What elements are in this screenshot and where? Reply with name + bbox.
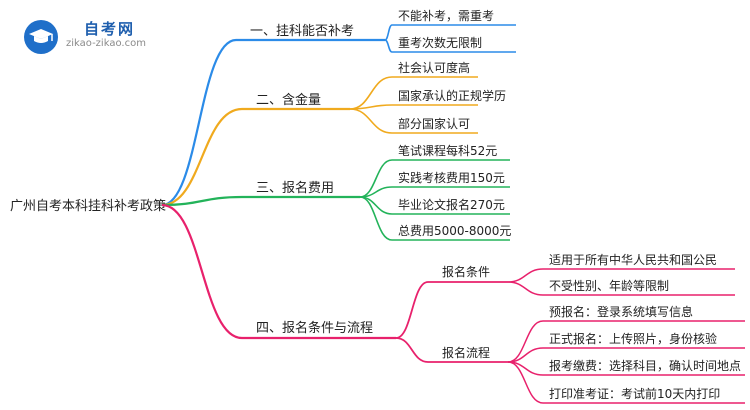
leaf-node: 国家承认的正规学历: [398, 88, 506, 103]
branch-connector: [161, 195, 243, 207]
branch-node: 二、含金量: [256, 92, 321, 108]
leaf-node: 重考次数无限制: [398, 35, 482, 50]
leaf-connector: [359, 196, 393, 241]
leaf-connector: [507, 361, 544, 404]
root-node: 广州自考本科挂科补考政策: [10, 198, 166, 214]
subbranch-connector: [395, 337, 429, 363]
leaf-node: 总费用5000-8000元: [398, 224, 511, 238]
branch-connector: [161, 38, 237, 207]
subbranch-node: 报名条件: [442, 264, 490, 279]
leaf-node: 部分国家认可: [398, 116, 470, 131]
leaf-node: 正式报名：上传照片，身份核验: [549, 331, 717, 346]
leaf-node: 不能补考，需重考: [398, 9, 494, 23]
logo-url: zikao-zikao.com: [66, 38, 146, 49]
branch-node: 一、挂科能否补考: [250, 24, 354, 39]
leaf-node: 打印准考证：考试前10天内打印: [549, 386, 720, 401]
leaf-node: 实践考核费用150元: [398, 170, 505, 185]
logo-name: 自考网: [84, 20, 136, 38]
leaf-node: 报考缴费：选择科目，确认时间地点: [549, 358, 741, 373]
leaf-connector: [349, 76, 393, 110]
branch-node: 三、报名费用: [256, 180, 334, 196]
subbranch-connector: [395, 281, 429, 339]
leaf-connector: [359, 196, 393, 215]
branch-connector: [161, 203, 243, 340]
leaf-connector: [384, 39, 393, 53]
leaf-node: 社会认可度高: [398, 60, 470, 75]
branch-node: 四、报名条件与流程: [256, 320, 373, 336]
branch-connector: [161, 107, 243, 207]
leaf-connector: [349, 104, 393, 110]
leaf-connector: [349, 108, 393, 134]
leaf-connector: [507, 281, 544, 296]
graduation-cap-icon: [24, 20, 58, 54]
subbranch-node: 报名流程: [442, 345, 490, 360]
leaf-connector: [384, 24, 393, 41]
leaf-node: 笔试课程每科52元: [398, 143, 497, 158]
leaf-node: 不受性别、年龄等限制: [549, 279, 669, 293]
leaf-node: 预报名：登录系统填写信息: [549, 304, 693, 319]
leaf-connector: [507, 268, 544, 283]
leaf-node: 毕业论文报名270元: [398, 197, 505, 212]
leaf-connector: [507, 320, 544, 363]
leaf-node: 适用于所有中华人民共和国公民: [549, 252, 717, 267]
